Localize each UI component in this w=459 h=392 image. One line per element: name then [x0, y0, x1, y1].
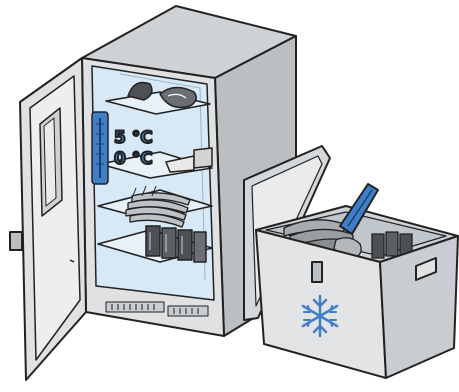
- cooler-side: [380, 236, 458, 378]
- fridge-door: [10, 58, 86, 380]
- door-hinge: [10, 232, 22, 250]
- temp-label-upper: 5 °C: [114, 128, 153, 148]
- temp-label-lower: 0 °C: [114, 149, 153, 169]
- cooler-front-handle: [312, 262, 322, 282]
- bottom-shelf-cartons: [146, 226, 206, 262]
- cool-box: [244, 146, 458, 378]
